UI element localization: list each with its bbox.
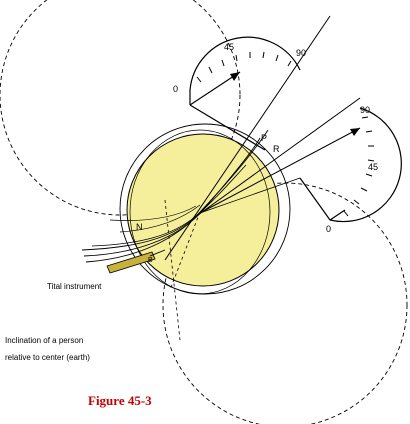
right-dial-tick-0: 0 bbox=[326, 224, 331, 234]
right-dial-side bbox=[299, 177, 331, 221]
point-label-r: R bbox=[273, 144, 280, 154]
point-label-n: N bbox=[136, 222, 143, 232]
left-dial-side bbox=[189, 104, 266, 151]
inclination-caption-line-1: Inclination of a person bbox=[5, 336, 83, 345]
dashed-circle-upper-left bbox=[0, 0, 241, 216]
left-dial: 0 45 90 bbox=[173, 36, 306, 151]
orbit-ring-inner bbox=[129, 129, 271, 295]
field-line-6 bbox=[109, 205, 197, 221]
figure-caption: Figure 45-3 bbox=[88, 393, 152, 408]
left-dial-tick-45: 45 bbox=[224, 42, 234, 52]
left-dial-tick-90: 90 bbox=[296, 48, 306, 58]
right-dial-tick-45: 45 bbox=[368, 162, 378, 172]
point-label-b: B bbox=[148, 257, 153, 264]
left-dial-ticks bbox=[196, 51, 292, 83]
right-dial-tick-90: 90 bbox=[360, 105, 370, 115]
ray-to-upper-right-1 bbox=[164, 15, 331, 261]
ray-to-right-lower bbox=[199, 177, 301, 214]
instrument-label: Tital instrument bbox=[47, 282, 102, 291]
field-line-4 bbox=[91, 164, 247, 247]
left-dial-arc bbox=[189, 36, 301, 91]
inclination-caption-line-2: relative to center (earth) bbox=[5, 353, 90, 362]
right-dial-base bbox=[329, 209, 346, 221]
left-dial-pointer bbox=[189, 71, 241, 106]
arrowhead-right-ray bbox=[350, 128, 360, 136]
ray-radial-down bbox=[169, 211, 201, 291]
tilt-instrument-rod bbox=[149, 249, 166, 257]
ray-to-upper-right-2 bbox=[197, 97, 361, 216]
right-dial: 90 45 0 bbox=[299, 105, 402, 234]
ray-to-right-dial bbox=[199, 127, 361, 214]
left-dial-pointer-arrowhead bbox=[230, 72, 240, 81]
point-label-p: P bbox=[261, 133, 267, 143]
right-dial-ticks bbox=[343, 116, 375, 217]
tilt-instrument bbox=[106, 251, 156, 274]
left-dial-tick-0: 0 bbox=[173, 84, 178, 94]
field-line-5 bbox=[119, 204, 201, 233]
right-dial-arc bbox=[329, 107, 402, 223]
